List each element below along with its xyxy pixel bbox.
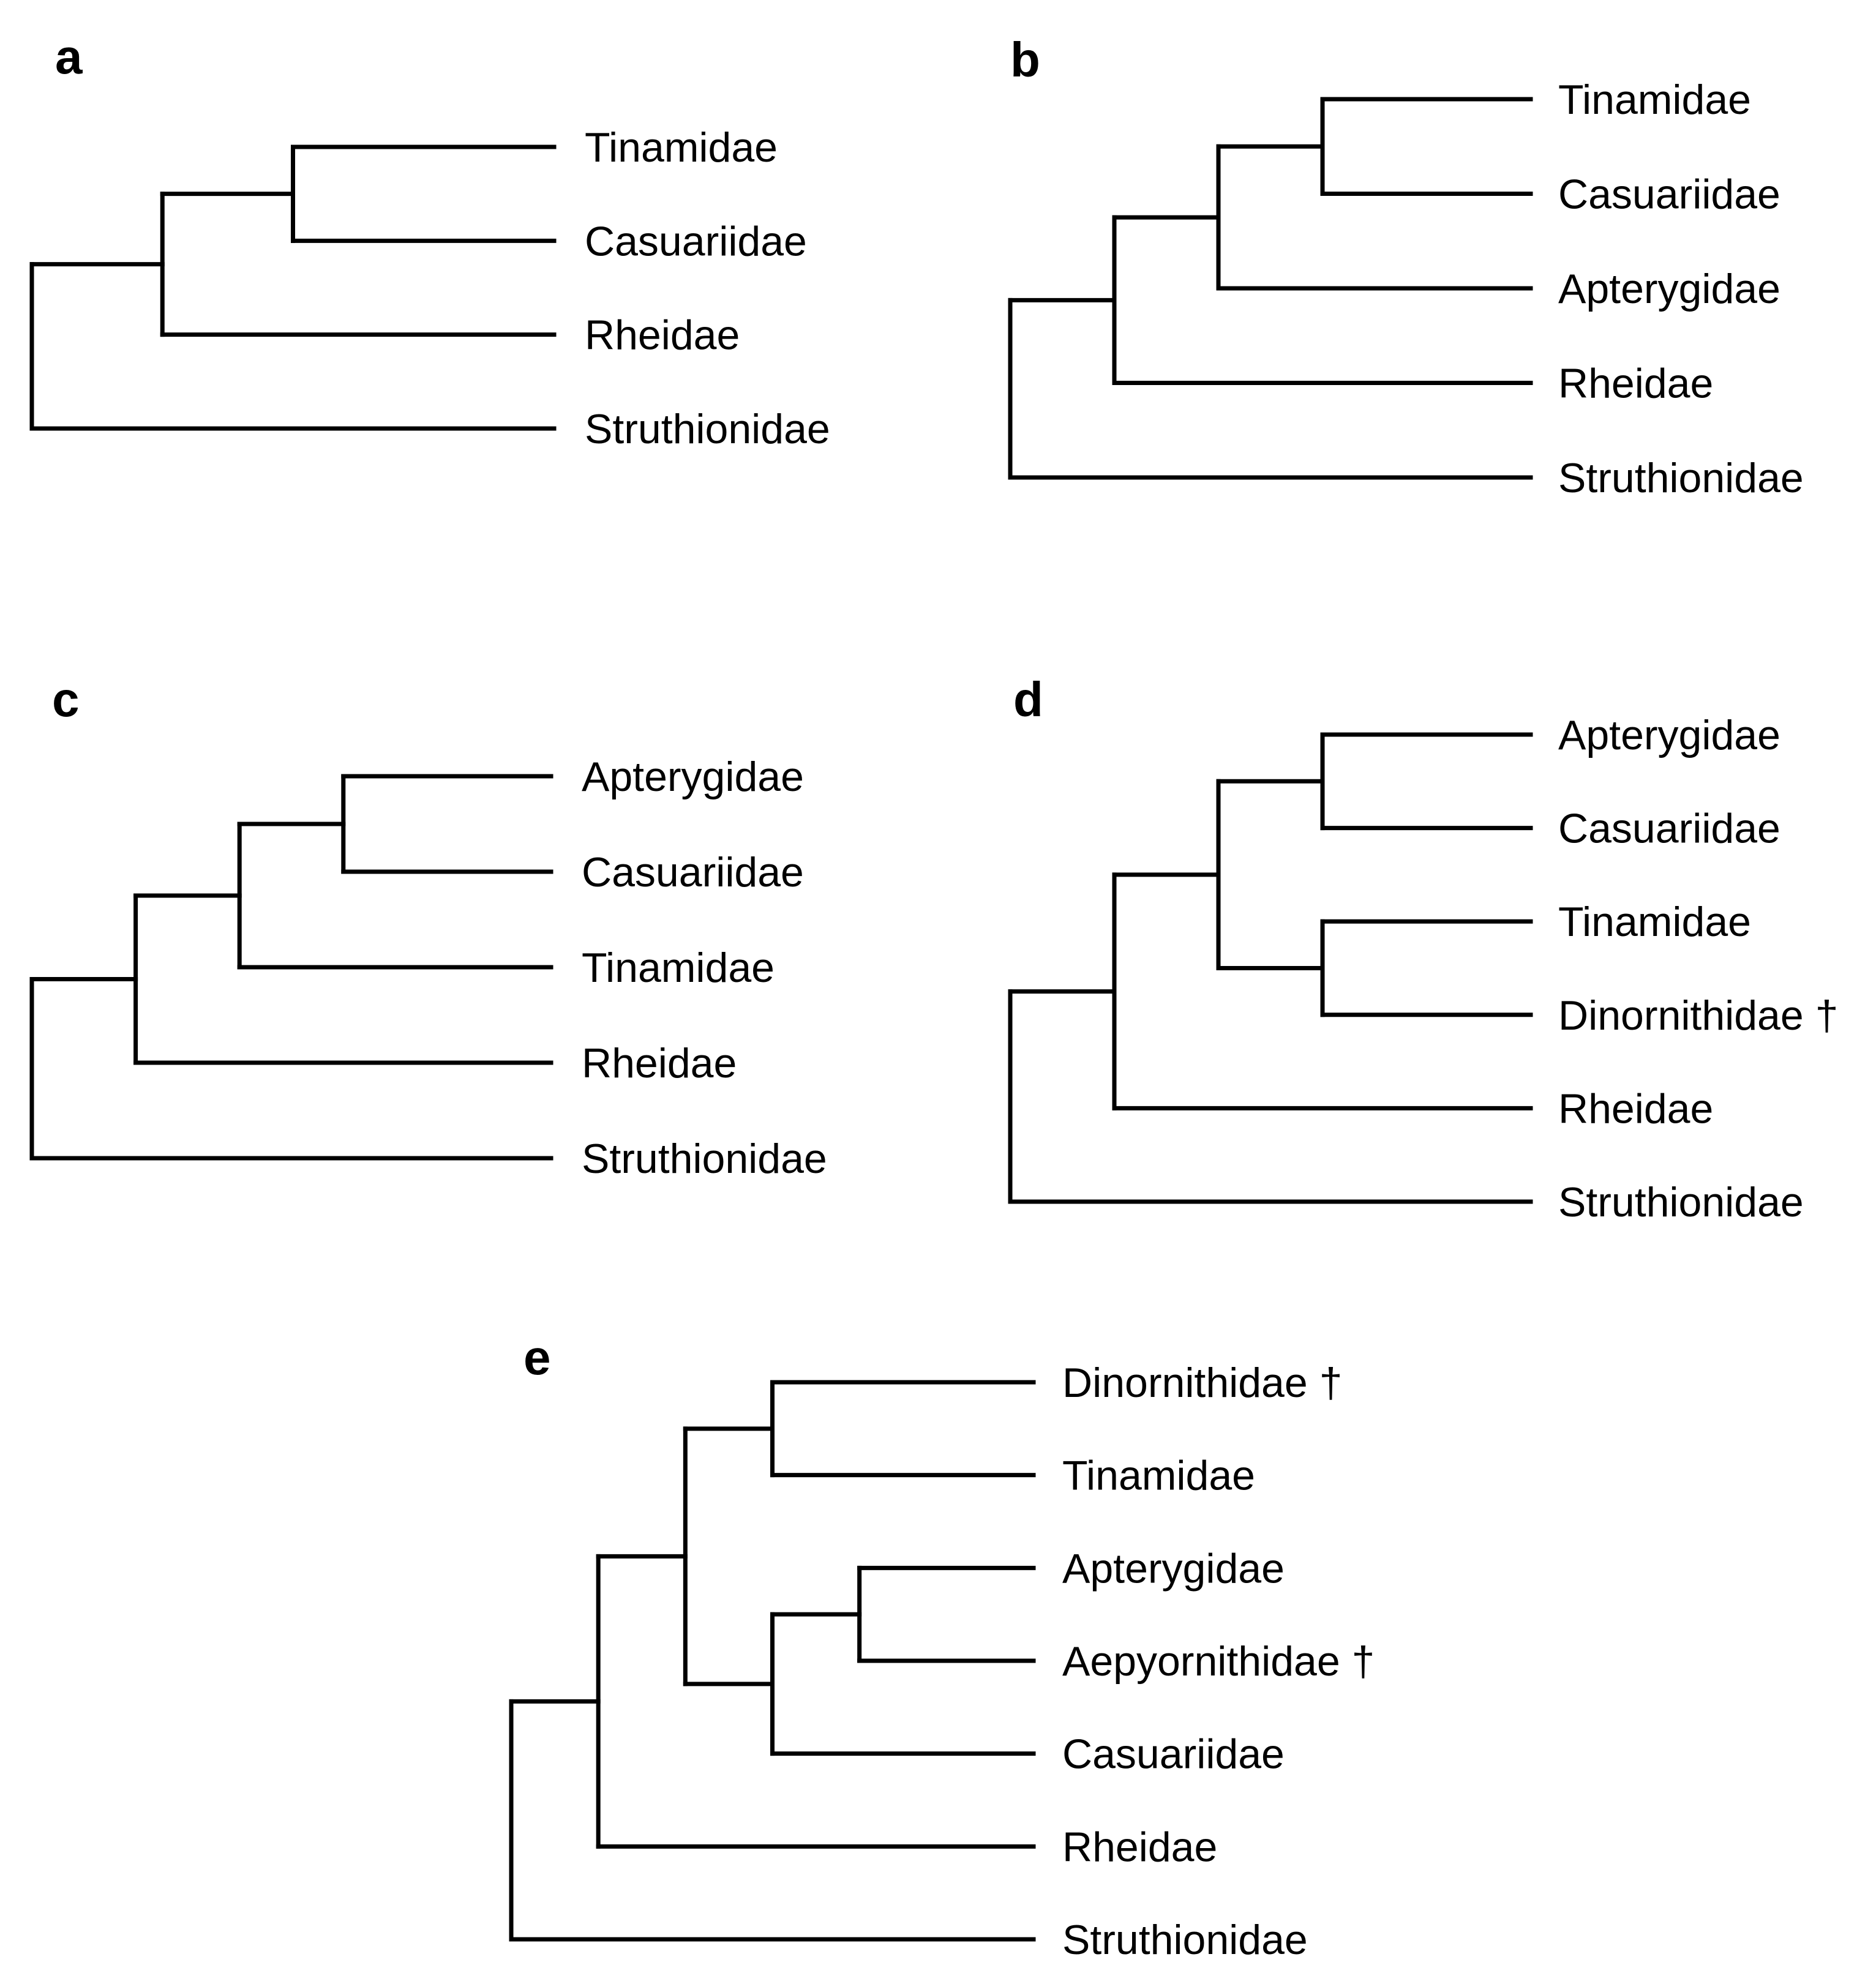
taxon-label: Apterygidae (1062, 1545, 1285, 1592)
taxon-label: Apterygidae (582, 754, 804, 800)
taxon-label: Tinamidae (585, 124, 778, 171)
taxon-label: Rheidae (1558, 361, 1713, 407)
taxon-label: Tinamidae (1558, 77, 1751, 123)
taxon-label: Tinamidae (1558, 899, 1751, 945)
taxon-label: Rheidae (582, 1040, 737, 1087)
panel-label: a (55, 29, 83, 84)
panel-label: b (1010, 32, 1040, 87)
taxon-label: Dinornithidae † (1558, 992, 1838, 1039)
panel-c: cApterygidaeCasuariidaeTinamidaeRheidaeS… (29, 672, 827, 1182)
panel-d: dApterygidaeCasuariidaeTinamidaeDinornit… (1008, 672, 1838, 1226)
taxon-label: Rheidae (1558, 1085, 1713, 1132)
taxon-label: Apterygidae (1558, 712, 1780, 758)
taxon-label: Struthionidae (585, 406, 830, 452)
panel-label: e (523, 1330, 551, 1385)
taxon-label: Casuariidae (585, 218, 807, 264)
panels: aTinamidaeCasuariidaeRheidaeStruthionida… (29, 29, 1838, 1963)
taxon-label: Struthionidae (1558, 1179, 1804, 1226)
taxon-label: Apterygidae (1558, 266, 1780, 312)
panel-b: bTinamidaeCasuariidaeApterygidaeRheidaeS… (1008, 32, 1804, 501)
taxon-label: Struthionidae (1558, 455, 1804, 501)
taxon-label: Tinamidae (582, 945, 775, 991)
taxon-label: Casuariidae (1558, 171, 1780, 218)
taxon-label: Struthionidae (1062, 1917, 1308, 1963)
taxon-label: Aepyornithidae † (1062, 1638, 1375, 1685)
taxon-label: Tinamidae (1062, 1453, 1255, 1499)
taxon-label: Dinornithidae † (1062, 1360, 1342, 1406)
taxon-label: Casuariidae (582, 849, 804, 896)
taxon-label: Casuariidae (1558, 806, 1780, 852)
taxon-label: Rheidae (585, 312, 740, 359)
panel-label: d (1013, 672, 1043, 727)
taxon-label: Struthionidae (582, 1136, 827, 1182)
panel-label: c (52, 672, 80, 727)
taxon-label: Rheidae (1062, 1824, 1217, 1870)
panel-a: aTinamidaeCasuariidaeRheidaeStruthionida… (29, 29, 830, 452)
taxon-label: Casuariidae (1062, 1731, 1285, 1778)
